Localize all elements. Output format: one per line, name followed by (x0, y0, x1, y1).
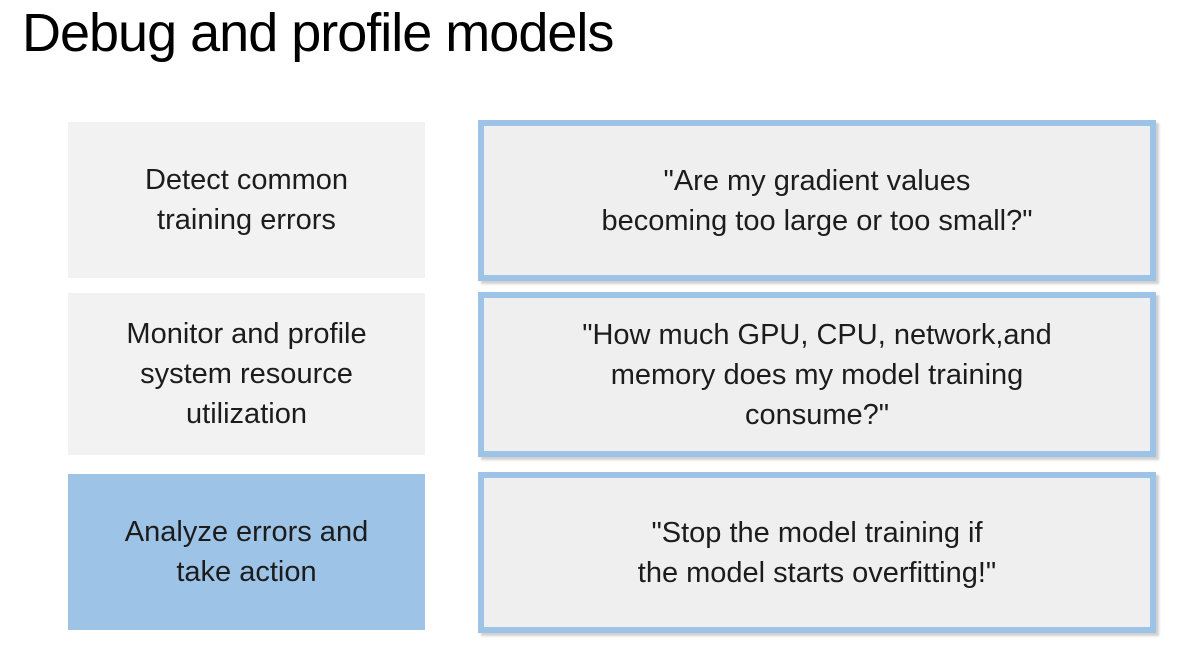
quote-box-gradient-values: "Are my gradient values becoming too lar… (478, 120, 1156, 281)
stage-label: Detect common training errors (144, 164, 349, 236)
stage-box-analyze-errors-take-action: Analyze errors and take action (68, 474, 425, 630)
quote-text: "How much GPU, CPU, network,and memory d… (582, 318, 1052, 431)
stage-label: Analyze errors and take action (124, 516, 369, 588)
stage-label: Monitor and profile system resource util… (126, 318, 367, 430)
quote-text: "Are my gradient values becoming too lar… (601, 164, 1033, 237)
page-title: Debug and profile models (22, 3, 614, 63)
stage-box-monitor-profile-utilization: Monitor and profile system resource util… (68, 293, 425, 455)
stage-box-detect-training-errors: Detect common training errors (68, 122, 425, 278)
quote-box-stop-overfitting: "Stop the model training if the model st… (478, 472, 1156, 633)
quote-text: "Stop the model training if the model st… (637, 516, 997, 589)
quote-box-resource-consumption: "How much GPU, CPU, network,and memory d… (478, 292, 1156, 457)
